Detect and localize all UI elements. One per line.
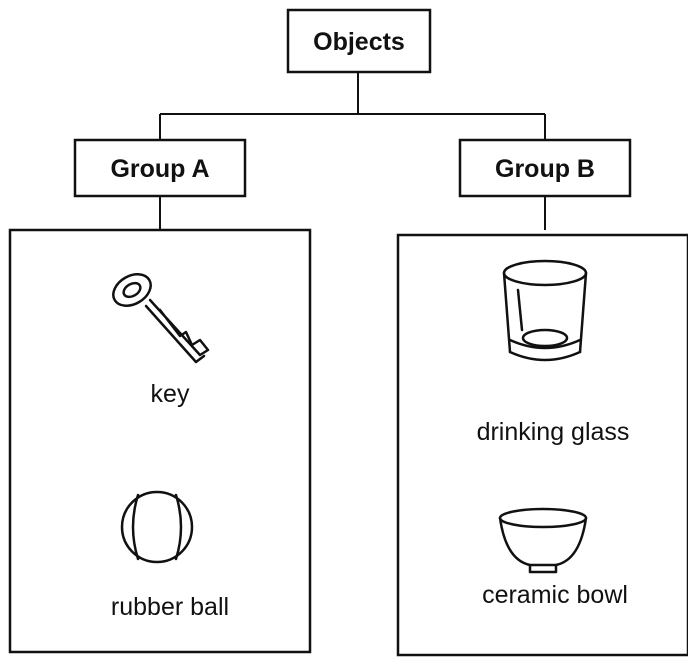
group-b-node: Group B <box>458 138 632 198</box>
glass-icon <box>502 259 588 362</box>
ball-icon <box>120 490 194 564</box>
group-b-label: Group B <box>495 155 595 183</box>
group-a-panel: key rubber ball <box>8 228 312 654</box>
key-label: key <box>151 380 190 408</box>
rubber-ball-label: rubber ball <box>111 593 229 621</box>
group-a-node: Group A <box>73 138 247 198</box>
tree-connectors <box>159 72 546 230</box>
drinking-glass-label: drinking glass <box>477 418 630 446</box>
bowl-icon <box>498 507 588 574</box>
root-node: Objects <box>286 8 432 74</box>
group-a-label: Group A <box>110 155 209 183</box>
group-b-panel: drinking glass ceramic bowl <box>396 233 688 657</box>
key-icon <box>112 273 210 364</box>
root-label: Objects <box>313 28 405 56</box>
ceramic-bowl-label: ceramic bowl <box>482 581 628 609</box>
